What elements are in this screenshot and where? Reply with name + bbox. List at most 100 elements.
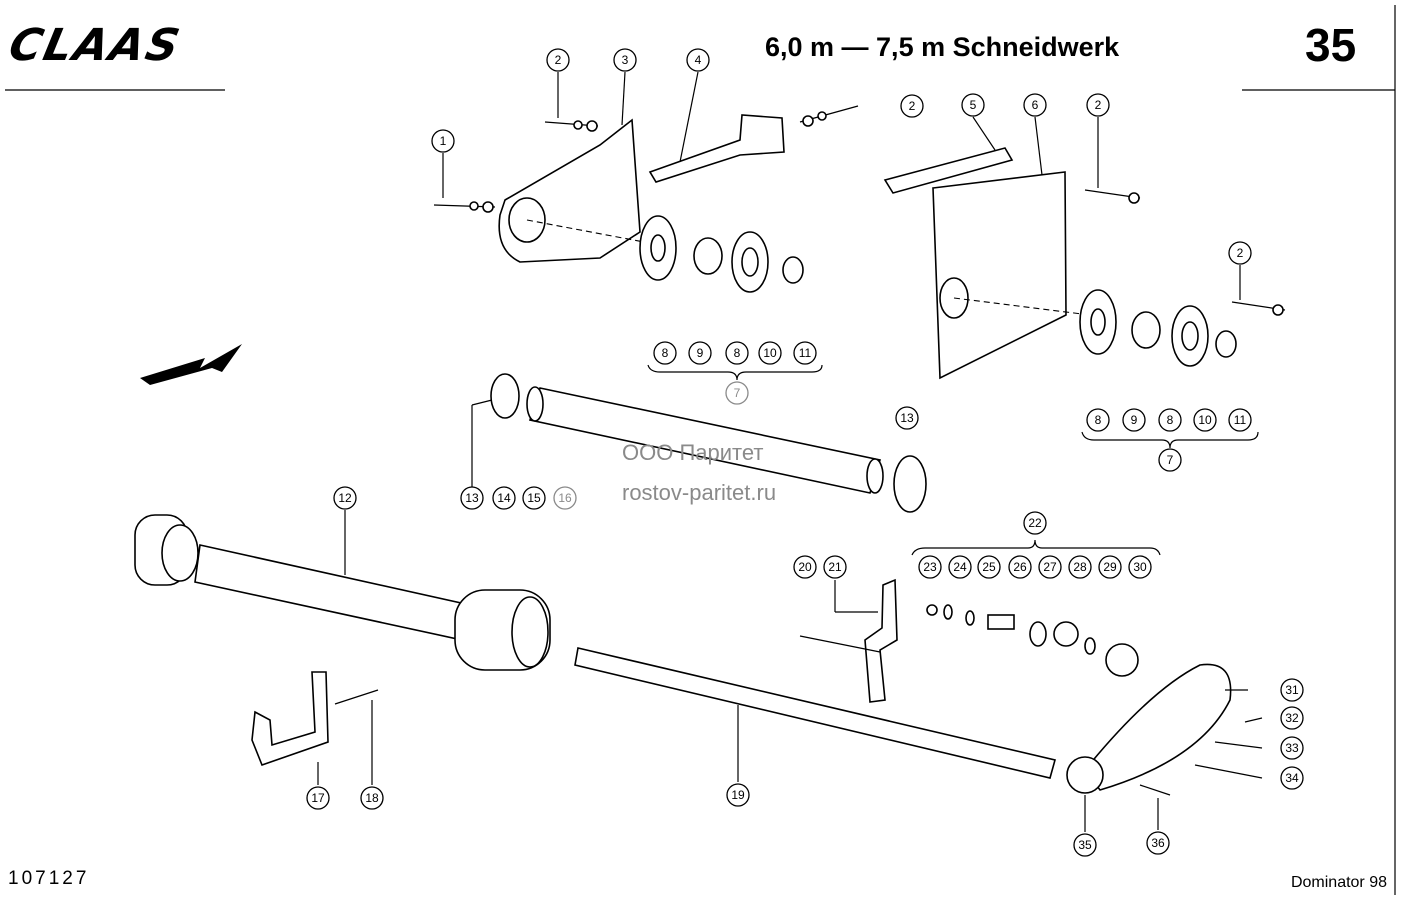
callout-circle	[1023, 511, 1047, 535]
callout-c6: 6	[1023, 93, 1047, 117]
callout-c12: 12	[333, 486, 357, 510]
callout-label: 2	[1095, 98, 1102, 112]
callout-label: 33	[1285, 741, 1299, 755]
callout-circle	[1086, 93, 1110, 117]
callout-c20: 20	[793, 555, 817, 579]
callout-label: 27	[1043, 560, 1057, 574]
callout-c26: 26	[1008, 555, 1032, 579]
callout-circle	[918, 555, 942, 579]
callout-label: 8	[734, 346, 741, 360]
drive-shaft-assembly	[134, 514, 551, 671]
callout-c29: 29	[1098, 555, 1122, 579]
callout-circle	[460, 486, 484, 510]
callout-circle	[492, 486, 516, 510]
sprocket-bracket-parts	[799, 578, 1139, 703]
callout-label: 3	[622, 53, 629, 67]
callout-label: 5	[970, 98, 977, 112]
callout-label: 12	[338, 491, 352, 505]
callout-circle	[823, 555, 847, 579]
callout-c2c: 2	[1086, 93, 1110, 117]
callout-c34: 34	[1280, 766, 1304, 790]
callout-label: 16	[558, 491, 572, 505]
chain-drive	[1066, 663, 1232, 796]
bolts-top-left	[433, 105, 859, 213]
callout-circle	[977, 555, 1001, 579]
callout-circle	[725, 381, 749, 405]
callout-c36: 36	[1146, 831, 1170, 855]
drawing-number: 107127	[8, 868, 90, 889]
callout-c10a: 10	[758, 341, 782, 365]
callout-c5: 5	[961, 93, 985, 117]
tube-assembly	[490, 373, 927, 513]
callout-label: 1	[440, 134, 447, 148]
callout-c11b: 11	[1228, 408, 1252, 432]
callout-c9a: 9	[688, 341, 712, 365]
callout-c7b: 7	[1158, 448, 1182, 472]
callout-label: 2	[555, 53, 562, 67]
bearing-bracket-left	[498, 118, 661, 263]
callout-c8b: 8	[725, 341, 749, 365]
callout-circle	[793, 341, 817, 365]
callout-c23: 23	[918, 555, 942, 579]
callout-label: 31	[1285, 683, 1299, 697]
callout-label: 6	[1032, 98, 1039, 112]
callout-label: 2	[1237, 246, 1244, 260]
callout-label: 22	[1028, 516, 1042, 530]
callout-label: 10	[1198, 413, 1212, 427]
callout-label: 8	[662, 346, 669, 360]
callout-label: 26	[1013, 560, 1027, 574]
callout-c7a: 7	[725, 381, 749, 405]
callout-circle	[1086, 408, 1110, 432]
callout-label: 13	[900, 411, 914, 425]
callout-label: 18	[365, 791, 379, 805]
callout-circle	[1038, 555, 1062, 579]
callout-circle	[725, 341, 749, 365]
callout-label: 15	[527, 491, 541, 505]
callout-c19: 19	[726, 783, 750, 807]
callout-c2d: 2	[1228, 241, 1252, 265]
callout-label: 13	[465, 491, 479, 505]
callout-circle	[553, 486, 577, 510]
callout-c13b: 13	[895, 406, 919, 430]
support-arm	[648, 114, 785, 183]
callout-circle	[306, 786, 330, 810]
leader-lines	[317, 71, 1263, 832]
callout-c9b: 9	[1122, 408, 1146, 432]
long-shaft	[574, 647, 1056, 779]
page-number: 35	[1305, 19, 1357, 71]
callout-label: 7	[1167, 453, 1174, 467]
callout-label: 8	[1167, 413, 1174, 427]
callout-label: 9	[697, 346, 704, 360]
callout-c18: 18	[360, 786, 384, 810]
callout-circle	[1280, 706, 1304, 730]
callout-label: 21	[828, 560, 842, 574]
callout-circle	[1158, 408, 1182, 432]
callout-label: 2	[909, 99, 916, 113]
callout-circle	[1073, 833, 1097, 857]
watermark-line-2: rostov-paritet.ru	[622, 480, 777, 505]
callout-circle	[1098, 555, 1122, 579]
callout-circle	[686, 48, 710, 72]
callout-circle	[1228, 408, 1252, 432]
callout-c8c: 8	[1086, 408, 1110, 432]
direction-arrow-icon	[140, 344, 242, 385]
callout-circle	[961, 93, 985, 117]
callout-c13a: 13	[460, 486, 484, 510]
callout-circle	[1158, 448, 1182, 472]
callout-c32: 32	[1280, 706, 1304, 730]
callout-circle	[758, 341, 782, 365]
callout-circle	[1146, 831, 1170, 855]
callout-label: 36	[1151, 836, 1165, 850]
callout-label: 29	[1103, 560, 1117, 574]
callout-c22: 22	[1023, 511, 1047, 535]
callout-circle	[1280, 678, 1304, 702]
callout-c10b: 10	[1193, 408, 1217, 432]
callout-circle	[360, 786, 384, 810]
callout-label: 8	[1095, 413, 1102, 427]
callout-circle	[1280, 766, 1304, 790]
bearing-set-left	[639, 215, 804, 293]
bolt-18	[334, 689, 379, 705]
callout-label: 10	[763, 346, 777, 360]
callout-c28: 28	[1068, 555, 1092, 579]
